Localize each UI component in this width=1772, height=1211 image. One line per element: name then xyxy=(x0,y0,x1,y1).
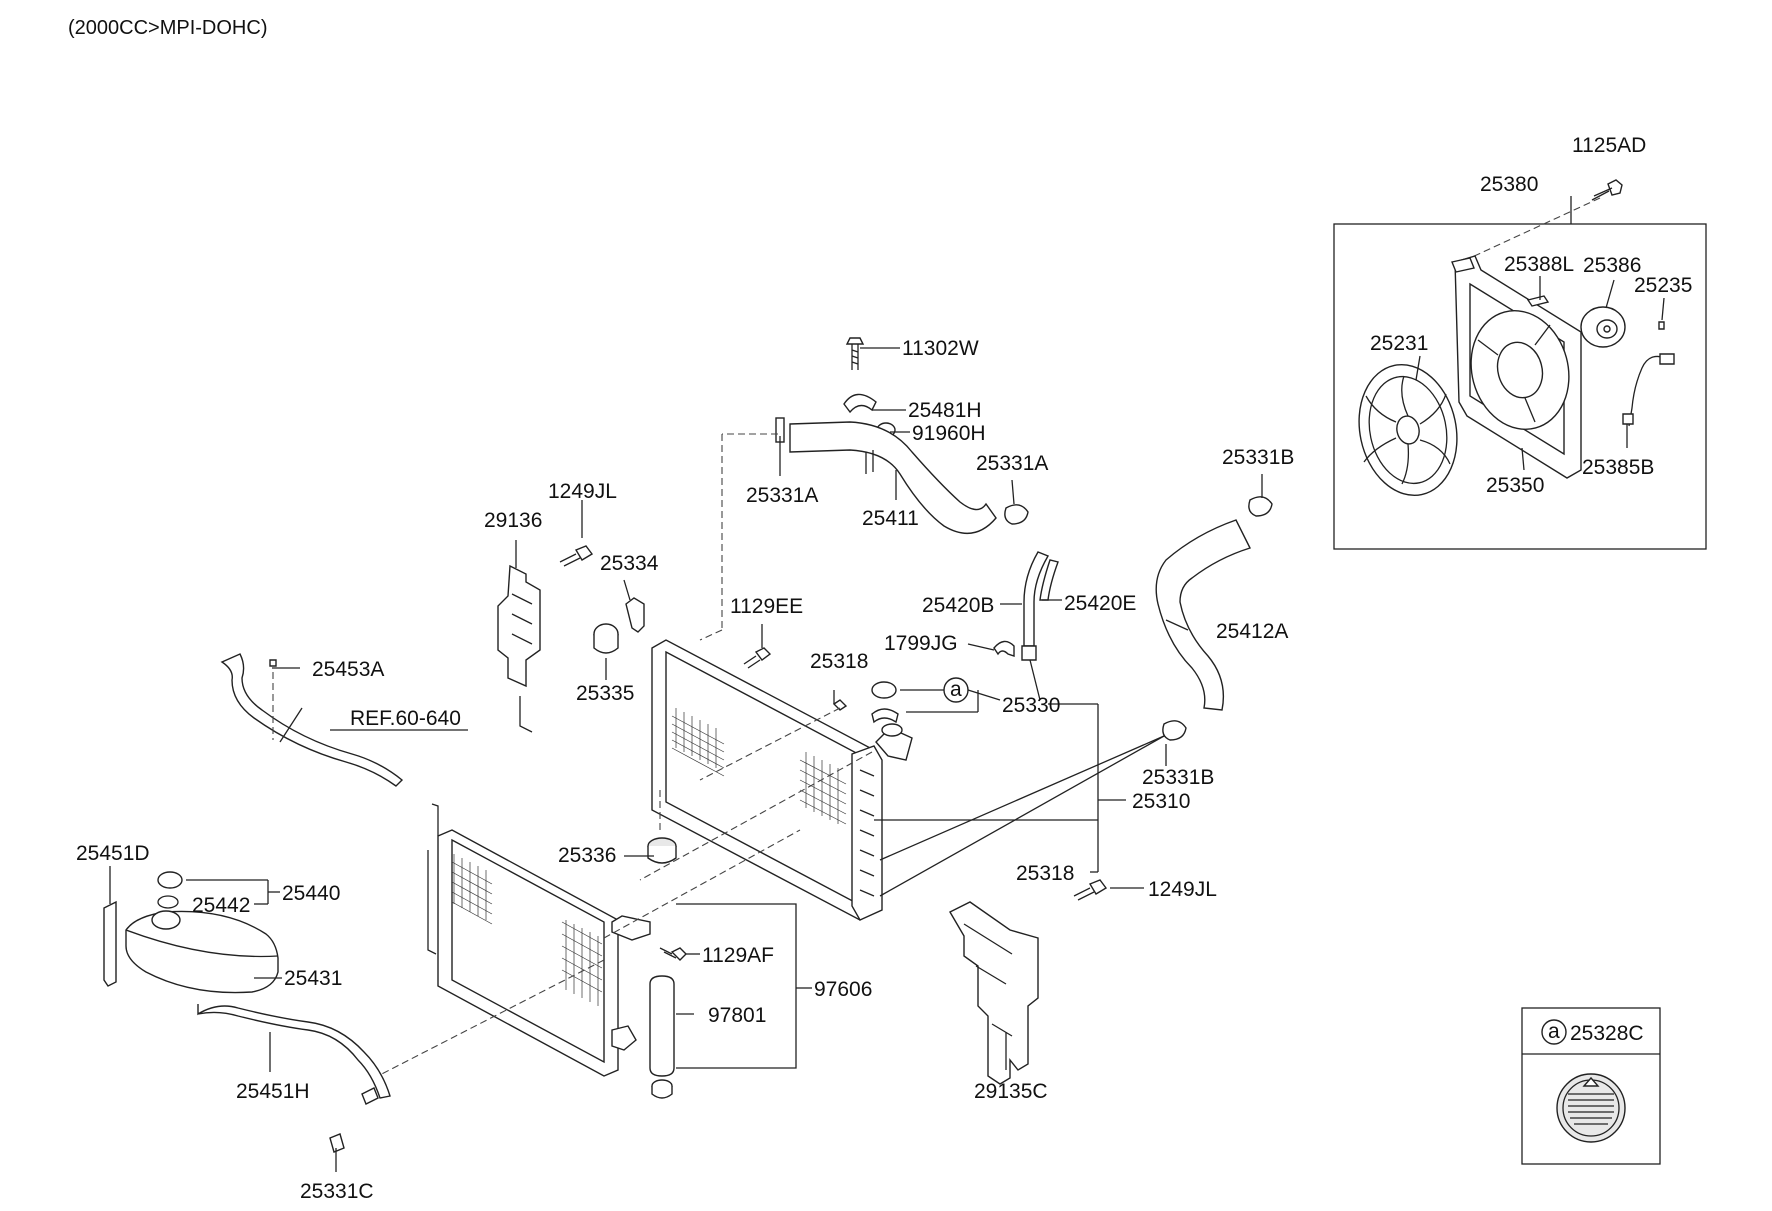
label-25380: 25380 xyxy=(1480,173,1538,196)
lower-air-guide xyxy=(949,879,1108,1085)
label-1129EE: 1129EE xyxy=(730,595,803,618)
label-25411: 25411 xyxy=(862,507,919,530)
lower-radiator-hose xyxy=(1155,496,1273,741)
ref-circle-a-letter: a xyxy=(950,678,962,701)
label-25331C: 25331C xyxy=(300,1180,374,1203)
receiver-drier xyxy=(649,975,675,1099)
label-plate xyxy=(1526,295,1550,307)
label-29135C: 29135C xyxy=(974,1080,1048,1103)
label-97606: 97606 xyxy=(814,978,872,1001)
legend-circle-letter: a xyxy=(1548,1020,1560,1043)
reservoir-cap xyxy=(157,871,183,889)
label-25331A-left: 25331A xyxy=(746,484,818,507)
bolt-1129ee xyxy=(743,647,772,669)
label-11302W: 11302W xyxy=(902,337,979,360)
label-1799JG: 1799JG xyxy=(884,632,958,655)
label-25385B: 25385B xyxy=(1582,456,1654,479)
caution-label-illustration xyxy=(1556,1073,1626,1143)
label-1249JL-top: 1249JL xyxy=(548,480,617,503)
label-25412A: 25412A xyxy=(1216,620,1288,643)
label-25386: 25386 xyxy=(1583,254,1641,277)
label-1125AD: 1125AD xyxy=(1572,134,1646,157)
fan-assembly-frame xyxy=(1333,223,1707,550)
coolant-reservoir xyxy=(103,871,391,1153)
label-25334: 25334 xyxy=(600,552,659,575)
label-97801: 97801 xyxy=(708,1004,766,1027)
ac-condenser xyxy=(427,803,651,1077)
label-25331B-top: 25331B xyxy=(1222,446,1294,469)
label-1129AF: 1129AF xyxy=(702,944,774,967)
bolt-1129af xyxy=(659,947,687,961)
upper-mount-bracket xyxy=(497,545,645,733)
fan-shroud xyxy=(1451,255,1582,479)
legend-box: a 25328C xyxy=(1521,1007,1661,1165)
label-25451D: 25451D xyxy=(76,842,150,865)
label-25231: 25231 xyxy=(1370,332,1428,355)
fan-shroud-assembly xyxy=(1333,179,1707,550)
label-25330: 25330 xyxy=(1002,694,1060,717)
label-25420E: 25420E xyxy=(1064,592,1136,615)
label-25442: 25442 xyxy=(192,894,250,917)
label-91960H: 91960H xyxy=(912,422,986,445)
condenser-group-bracket xyxy=(676,903,797,1069)
engine-variant-header: (2000CC>MPI-DOHC) xyxy=(68,17,267,39)
label-25350: 25350 xyxy=(1486,474,1544,497)
label-25453A: 25453A xyxy=(312,658,384,681)
cooling-fan xyxy=(1358,363,1458,497)
radiator-cap xyxy=(871,681,897,699)
bolt-1125ad xyxy=(1591,179,1623,201)
label-25420B: 25420B xyxy=(922,594,994,617)
label-25318-top: 25318 xyxy=(810,650,868,673)
label-25431: 25431 xyxy=(284,967,342,990)
label-25481H: 25481H xyxy=(908,399,982,422)
lower-mount-insulator xyxy=(647,837,677,864)
screw-25235 xyxy=(1658,321,1665,330)
part-labels: 1125AD 25380 25388L 25386 25235 25231 25… xyxy=(76,134,1692,1203)
label-25440: 25440 xyxy=(282,882,340,905)
radiator xyxy=(647,639,913,921)
wiring-harness xyxy=(1628,355,1671,427)
hose-clip-25331c xyxy=(329,1133,345,1153)
label-25331B-bottom: 25331B xyxy=(1142,766,1214,789)
label-25335: 25335 xyxy=(576,682,634,705)
label-25388L: 25388L xyxy=(1504,253,1574,276)
label-25235: 25235 xyxy=(1634,274,1692,297)
upper-radiator-hose xyxy=(775,337,1029,535)
reservoir-seal xyxy=(157,895,179,909)
label-25336: 25336 xyxy=(558,844,616,867)
leader-lines: a xyxy=(109,347,1263,1172)
fan-motor xyxy=(1580,306,1626,348)
label-1249JL-bottom: 1249JL xyxy=(1148,878,1217,901)
label-25451H: 25451H xyxy=(236,1080,310,1103)
legend-circle-a xyxy=(1541,1019,1567,1045)
label-29136: 29136 xyxy=(484,509,542,532)
label-25310: 25310 xyxy=(1132,790,1190,813)
label-25331A-right: 25331A xyxy=(976,452,1048,475)
label-25318-bottom: 25318 xyxy=(1016,862,1074,885)
label-ref-60-640: REF.60-640 xyxy=(350,707,461,730)
overflow-hoses xyxy=(993,551,1059,701)
air-guide-duct xyxy=(220,653,404,787)
legend-part-25328C: 25328C xyxy=(1570,1022,1644,1045)
